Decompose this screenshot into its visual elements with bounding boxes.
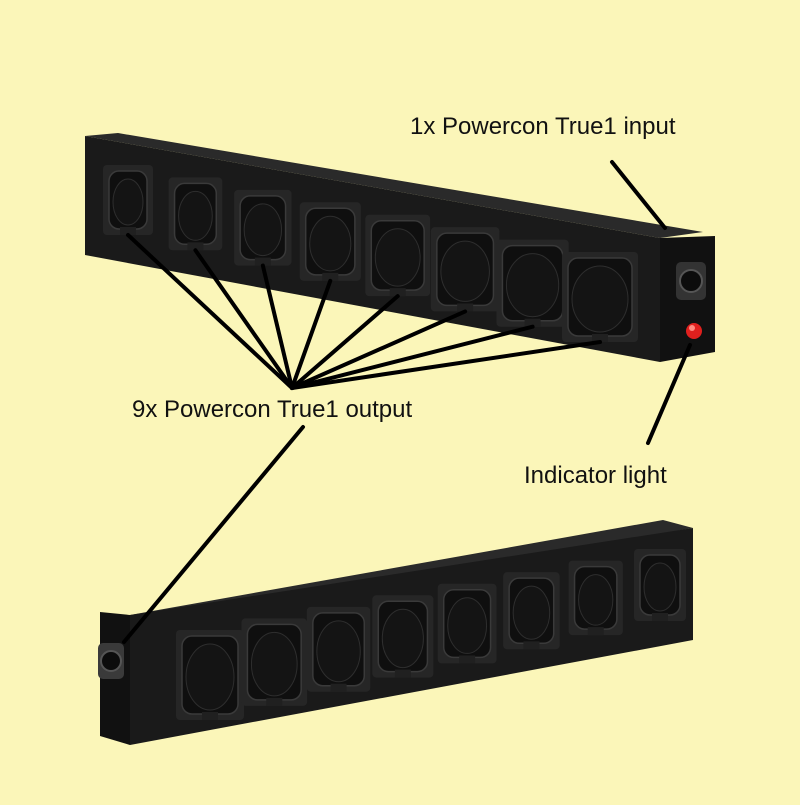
lower-socket <box>568 560 623 636</box>
powercon-input-icon <box>676 262 706 300</box>
input-leader-line <box>610 160 667 230</box>
upper-socket <box>496 239 569 327</box>
output-label: 9x Powercon True1 output <box>132 396 413 423</box>
upper-socket <box>299 202 361 281</box>
upper-socket <box>562 252 638 342</box>
upper-socket <box>430 227 500 312</box>
output-leader-fan <box>126 233 602 390</box>
upper-socket-row <box>103 165 638 342</box>
output-leader-line <box>260 263 294 390</box>
upper-socket <box>365 214 431 297</box>
upper-socket <box>234 189 292 266</box>
output-leader-line <box>126 233 294 390</box>
lower-socket <box>176 630 244 720</box>
output-leader-line <box>193 248 294 390</box>
upper-power-unit <box>85 133 715 362</box>
powercon-connector-icon <box>98 643 124 679</box>
leader-lines <box>122 160 692 644</box>
output-leader-line <box>290 278 333 390</box>
lower-socket-row <box>176 549 686 720</box>
lower-output-leader-line <box>122 425 305 644</box>
lower-socket <box>372 595 434 678</box>
lower-socket <box>241 618 308 706</box>
lower-socket <box>437 583 497 664</box>
indicator-label: Indicator light <box>524 462 667 489</box>
upper-socket <box>168 177 223 251</box>
lower-socket <box>503 572 560 650</box>
indicator-leader-line <box>646 343 692 445</box>
upper-unit-top-face <box>85 133 703 238</box>
upper-socket <box>103 165 153 235</box>
lower-socket <box>634 549 686 621</box>
output-leader-line <box>290 340 602 390</box>
input-label: 1x Powercon True1 input <box>410 113 676 140</box>
output-leader-line <box>290 294 400 390</box>
lower-power-unit <box>98 520 693 745</box>
red-indicator-light-icon <box>686 323 702 339</box>
output-leader-line <box>290 309 468 390</box>
lower-socket <box>306 606 371 692</box>
output-leader-line <box>290 324 535 390</box>
